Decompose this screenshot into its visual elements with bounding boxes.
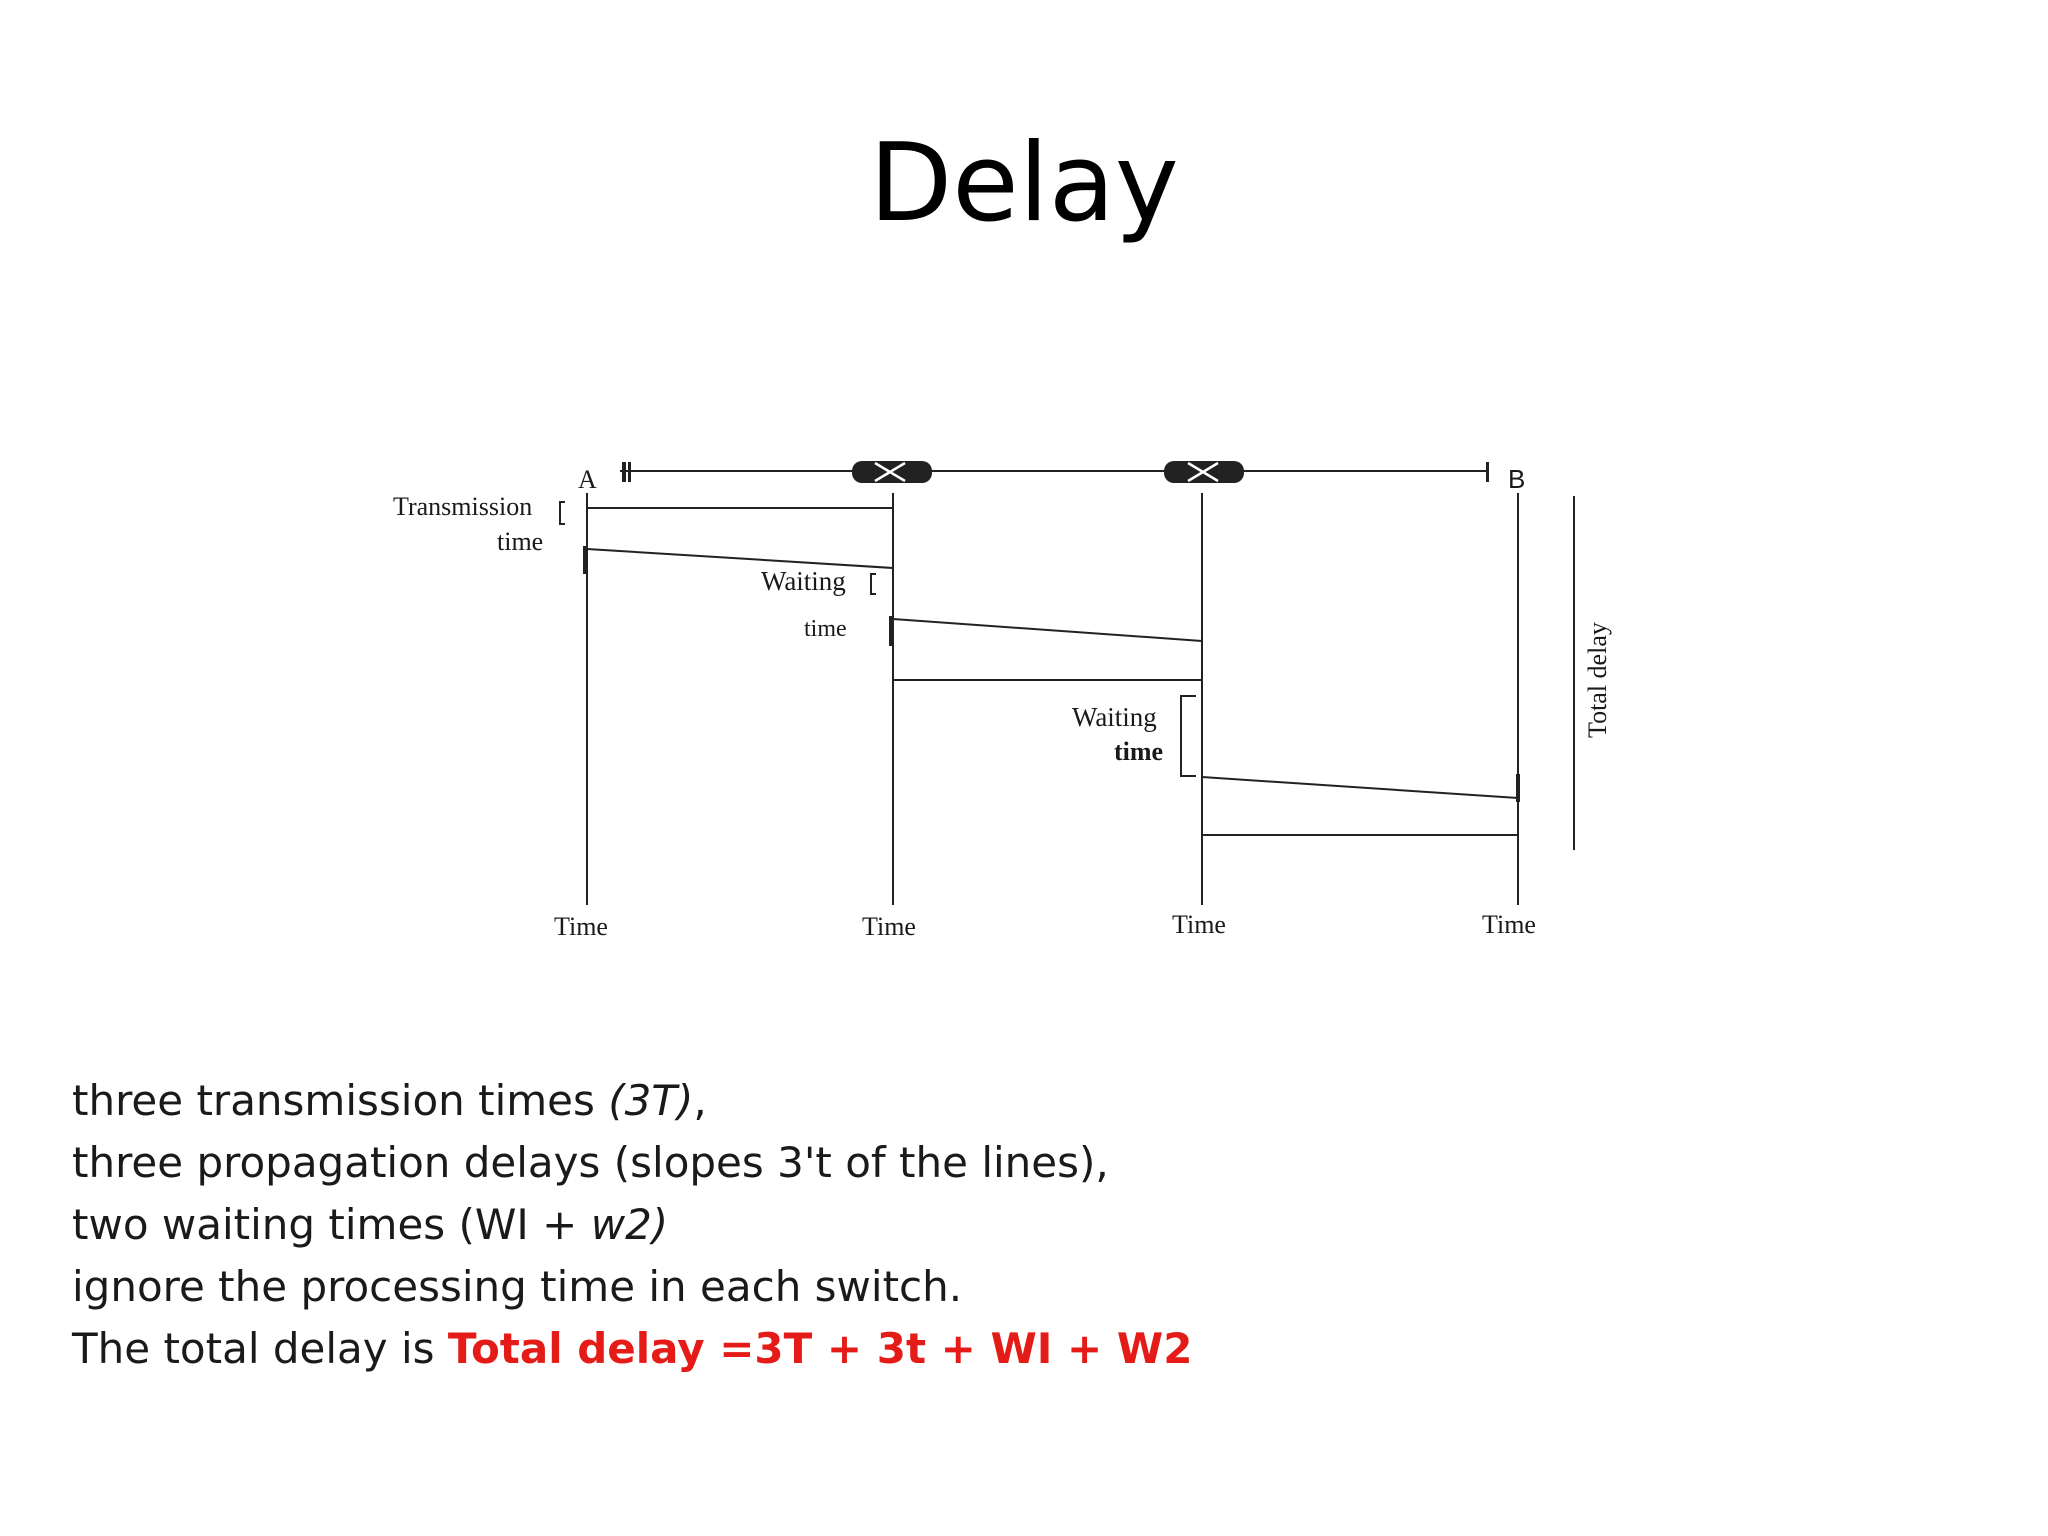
explanation-line-2: three propagation delays (slopes 3't of … <box>72 1138 1109 1187</box>
waiting-time-label-1: time <box>804 616 847 642</box>
switch-1-icon <box>852 461 932 483</box>
explanation-line-5: The total delay is Total delay =3T + 3t … <box>72 1318 1572 1380</box>
time-label-switch-2: Time <box>1172 910 1226 939</box>
waiting-time-label-2: time <box>1114 737 1163 766</box>
time-label-a: Time <box>554 912 608 941</box>
switch-2-icon <box>1164 461 1244 483</box>
waiting-bracket-1 <box>870 573 876 595</box>
node-b-label: B <box>1508 464 1525 494</box>
transmission-time-label: time <box>497 527 543 556</box>
waiting-label-2: Waiting <box>1072 702 1157 732</box>
node-a-marker <box>622 462 631 482</box>
line-1-end: , <box>693 1076 707 1125</box>
time-label-b: Time <box>1482 910 1536 939</box>
line-1-italic: (3T) <box>608 1076 694 1125</box>
hop-1-slope <box>586 548 894 569</box>
slide-title: Delay <box>869 121 1179 246</box>
line-3-text: two waiting times (WI + <box>72 1200 591 1249</box>
waiting-label-1: Waiting <box>761 566 846 596</box>
node-a-label: A <box>578 465 597 494</box>
hop-3-slope <box>1201 776 1519 799</box>
total-delay-formula: Total delay =3T + 3t + WI + W2 <box>447 1324 1193 1373</box>
explanation-line-3: two waiting times (WI + w2) <box>72 1194 1572 1256</box>
transmission-bracket <box>559 501 565 525</box>
total-delay-label: Total delay <box>1583 622 1612 738</box>
line-3-italic: w2) <box>590 1200 669 1249</box>
explanation-text: three transmission times (3T), three pro… <box>72 1070 1572 1380</box>
explanation-line-1: three transmission times (3T), <box>72 1070 1572 1132</box>
time-label-switch-1: Time <box>862 912 916 941</box>
explanation-line-4: ignore the processing time in each switc… <box>72 1262 963 1311</box>
hop-2-slope <box>892 618 1203 642</box>
waiting-bracket-2 <box>1180 695 1196 777</box>
line-5-text: The total delay is <box>72 1324 448 1373</box>
transmission-label: Transmission <box>393 492 532 521</box>
line-1-text: three transmission times <box>72 1076 609 1125</box>
node-b-marker <box>1486 462 1489 482</box>
